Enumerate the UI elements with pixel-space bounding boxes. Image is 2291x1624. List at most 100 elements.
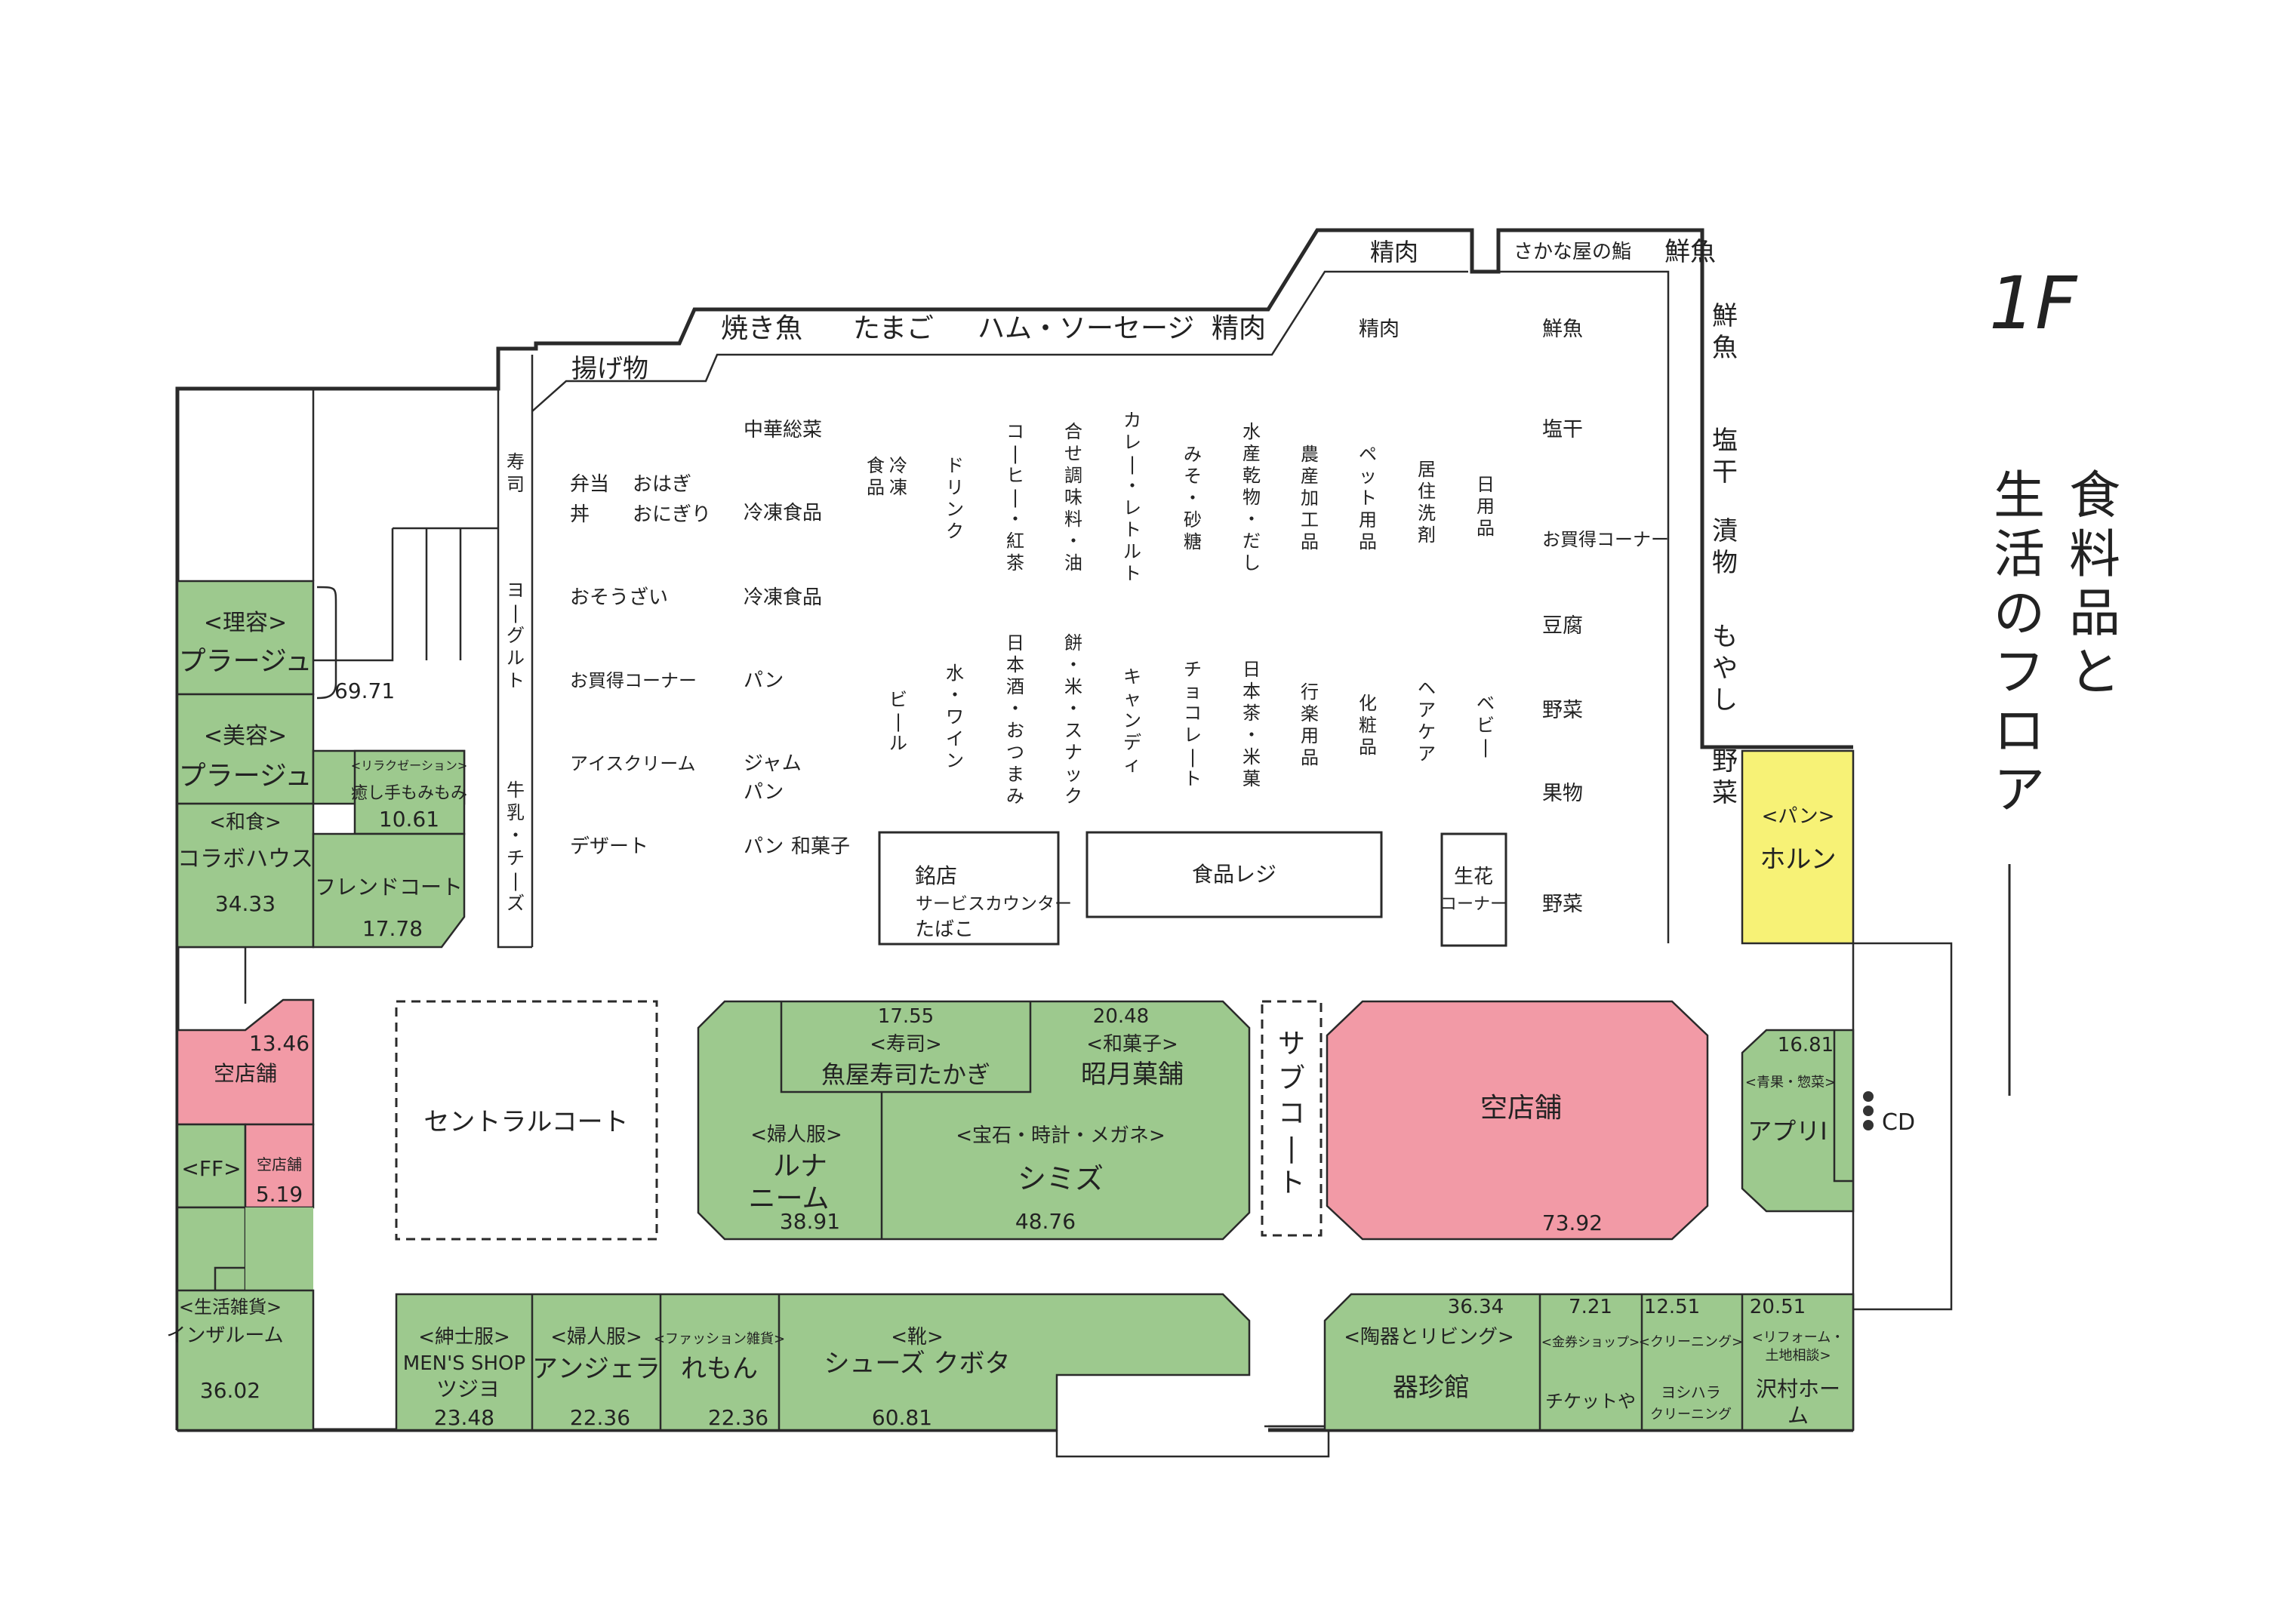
shop-cleaning[interactable]: 12.51 <クリーニング> ヨシハラ クリーニング bbox=[1639, 1294, 1744, 1430]
label-sengyo-corner: 鮮魚 bbox=[1664, 237, 1716, 267]
shimizu-name: シミズ bbox=[1018, 1162, 1104, 1195]
apri-name: アプリⅠ bbox=[1748, 1117, 1827, 1146]
shop-vacant-big[interactable]: 空店舗 73.92 bbox=[1326, 1000, 1709, 1241]
food-register[interactable]: 食品レジ bbox=[1085, 831, 1383, 918]
label-ham: ハム・ソーセージ bbox=[978, 313, 1194, 344]
aisle-vertical-bottom: ビ|ル 水・ワイン 日本酒・おつまみ 餅・米・スナック キャンディ チョコレ|ト… bbox=[889, 632, 1495, 807]
aisle-r-yasai-1: 野菜 bbox=[1542, 699, 1583, 722]
shop-remon[interactable]: <ファッション雑貨> れもん 22.36 bbox=[654, 1294, 785, 1430]
aisle-vertical-top: 冷凍食品 ドリンク コ|ヒ|・紅茶 合せ調味料・油 カレ|・レトルト みそ・砂糖… bbox=[867, 410, 1495, 584]
tsujiyo-name-2: ツジヨ bbox=[436, 1376, 500, 1401]
biyou-name: プラージュ bbox=[179, 761, 313, 792]
aisle-v-candy: キャンディ bbox=[1123, 666, 1141, 775]
aisle-ohagi: おはぎ bbox=[633, 473, 691, 496]
washoku-name: コラボハウス bbox=[177, 846, 313, 872]
riyou-area: 69.71 bbox=[334, 678, 395, 703]
shop-ff[interactable]: <FF> bbox=[176, 1123, 247, 1209]
aisle-ice: アイスクリーム bbox=[570, 753, 696, 774]
aisle-v-miso: みそ・砂糖 bbox=[1184, 444, 1202, 552]
label-right-enkan: 塩干 bbox=[1712, 426, 1738, 488]
label-yogurt: ヨ|グルト bbox=[507, 580, 525, 691]
aisle-r-tofu: 豆腐 bbox=[1542, 614, 1583, 638]
subtitle-line-1: 食料品と bbox=[2069, 466, 2120, 703]
left-wall-labels: 寿司 ヨ|グルト 牛乳・チ|ズ bbox=[507, 451, 525, 914]
ticket-name: チケットや bbox=[1545, 1391, 1636, 1412]
aisle-v-choco: チョコレ|ト bbox=[1184, 659, 1202, 789]
shop-tsujiyo[interactable]: <紳士服> MEN'S SHOP ツジヨ 23.48 bbox=[403, 1294, 534, 1430]
bottom-left-block bbox=[395, 1293, 1251, 1432]
shop-horun[interactable]: <パン> ホルン bbox=[1741, 749, 1855, 945]
luna-area: 38.91 bbox=[780, 1209, 840, 1234]
aisle-v-senzai: 居住洗剤 bbox=[1418, 459, 1436, 546]
shop-riyou[interactable]: <理容> プラージュ 69.71 bbox=[176, 580, 395, 703]
sawamura-category-2: 土地相談> bbox=[1765, 1348, 1831, 1364]
floor-title: 1F 食料品と 生活のフロア bbox=[1989, 261, 2120, 1096]
vacant2-area: 5.19 bbox=[256, 1182, 303, 1207]
vacant-big-name: 空店舗 bbox=[1480, 1093, 1562, 1124]
aisle-reito-1: 冷凍食品 bbox=[744, 502, 822, 524]
remon-area: 22.36 bbox=[708, 1405, 768, 1430]
shop-vacant-1[interactable]: 13.46 空店舗 bbox=[176, 998, 315, 1126]
shop-washoku[interactable]: <和食> コラボハウス 34.33 bbox=[176, 802, 315, 949]
kichin-name: 器珍館 bbox=[1393, 1373, 1470, 1403]
angela-category: <婦人服> bbox=[550, 1326, 642, 1349]
aisle-right-col: 精肉 鮮魚 塩干 お買得コーナー 豆腐 野菜 果物 野菜 bbox=[1359, 318, 1669, 916]
zakka-area: 36.02 bbox=[200, 1378, 260, 1403]
sushi-name: 魚屋寿司たかぎ bbox=[821, 1060, 990, 1089]
shop-luna[interactable]: <婦人服> ルナ ニーム 38.91 bbox=[749, 1092, 883, 1239]
aisle-pan-3: パン bbox=[744, 835, 784, 858]
shop-friend-court[interactable]: フレンドコート 17.78 bbox=[312, 832, 466, 949]
angela-name: アンジェラ bbox=[532, 1354, 661, 1384]
ticket-area: 7.21 bbox=[1569, 1296, 1612, 1318]
remon-category: <ファッション雑貨> bbox=[654, 1331, 785, 1347]
flower-corner[interactable]: 生花 コーナー bbox=[1440, 832, 1507, 947]
aisle-okaidoku-1: お買得コーナー bbox=[570, 670, 697, 691]
meiten-counter[interactable]: 銘店 サービスカウンター たばこ bbox=[878, 831, 1072, 946]
shimizu-category: <宝石・時計・メガネ> bbox=[956, 1124, 1166, 1147]
shop-angela[interactable]: <婦人服> アンジェラ 22.36 bbox=[532, 1294, 662, 1430]
aisle-r-kudamono: 果物 bbox=[1542, 782, 1583, 805]
relax-name: 癒し手もみもみ bbox=[351, 784, 467, 803]
kubota-name: シューズ クボタ bbox=[824, 1349, 1010, 1379]
central-court-label: セントラルコート bbox=[423, 1107, 628, 1137]
sushi-area: 17.55 bbox=[878, 1005, 934, 1028]
horun-category: <パン> bbox=[1762, 805, 1835, 828]
meiten-label: 銘店 bbox=[915, 863, 957, 888]
remon-name: れもん bbox=[681, 1354, 758, 1384]
shop-apri[interactable]: 16.81 <青果・惣菜> アプリⅠ bbox=[1741, 1029, 1855, 1213]
shop-kichin[interactable]: 36.34 <陶器とリビング> 器珍館 bbox=[1344, 1294, 1541, 1430]
sub-court[interactable]: サブコ|ト bbox=[1261, 1000, 1323, 1237]
zakka-name: インザルーム bbox=[166, 1324, 283, 1347]
aisle-v-nichiyo: 日用品 bbox=[1477, 474, 1495, 539]
label-seiniku-top: 精肉 bbox=[1212, 313, 1266, 344]
central-court[interactable]: セントラルコート bbox=[395, 1000, 658, 1241]
aisle-v-baby: ベビ| bbox=[1477, 693, 1495, 758]
aisle-v-chomiryo: 合せ調味料・油 bbox=[1064, 421, 1082, 574]
label-sakanaya: さかな屋の鮨 bbox=[1513, 241, 1631, 263]
aisle-v-beer: ビ|ル bbox=[889, 689, 907, 754]
shop-wagashi[interactable]: 20.48 <和菓子> 昭月菓舗 bbox=[1081, 1005, 1184, 1090]
aisle-r-okaidoku: お買得コーナー bbox=[1542, 529, 1669, 550]
shop-vacant-2[interactable]: 空店舗 5.19 bbox=[244, 1123, 315, 1209]
cleaning-name-1: ヨシハラ bbox=[1661, 1383, 1720, 1401]
aisle-r-enkan: 塩干 bbox=[1542, 418, 1583, 441]
kichin-category: <陶器とリビング> bbox=[1344, 1326, 1514, 1349]
label-right-yasai: 野菜 bbox=[1712, 746, 1738, 808]
shop-relax[interactable]: <リラクゼーション> 癒し手もみもみ 10.61 bbox=[351, 749, 468, 835]
wagashi-name: 昭月菓舗 bbox=[1081, 1060, 1184, 1090]
shop-kubota[interactable]: <靴> シューズ クボタ 60.81 bbox=[824, 1326, 1010, 1430]
aisle-onigiri: おにぎり bbox=[633, 503, 711, 526]
horun-name: ホルン bbox=[1760, 844, 1836, 875]
shop-zakka[interactable]: <生活雑貨> インザルーム 36.02 bbox=[166, 1206, 315, 1432]
aisle-osouzai: おそうざい bbox=[570, 586, 668, 609]
shop-sushi[interactable]: 17.55 <寿司> 魚屋寿司たかぎ bbox=[780, 1001, 1032, 1093]
shop-shimizu[interactable]: <宝石・時計・メガネ> シミズ 48.76 bbox=[956, 1124, 1166, 1234]
service-counter-label: サービスカウンター bbox=[916, 894, 1072, 914]
shop-ticket[interactable]: 7.21 <金券ショップ> チケットや bbox=[1541, 1294, 1643, 1430]
washoku-area: 34.33 bbox=[215, 891, 276, 916]
aisle-don: 丼 bbox=[570, 503, 590, 526]
cleaning-name-2: クリーニング bbox=[1650, 1407, 1732, 1423]
cd-machine[interactable]: CD bbox=[1863, 1091, 1915, 1136]
tsujiyo-name-1: MEN'S SHOP bbox=[403, 1352, 525, 1375]
shop-sawamura[interactable]: 20.51 <リフォーム・ 土地相談> 沢村ホー ム bbox=[1750, 1296, 1844, 1428]
